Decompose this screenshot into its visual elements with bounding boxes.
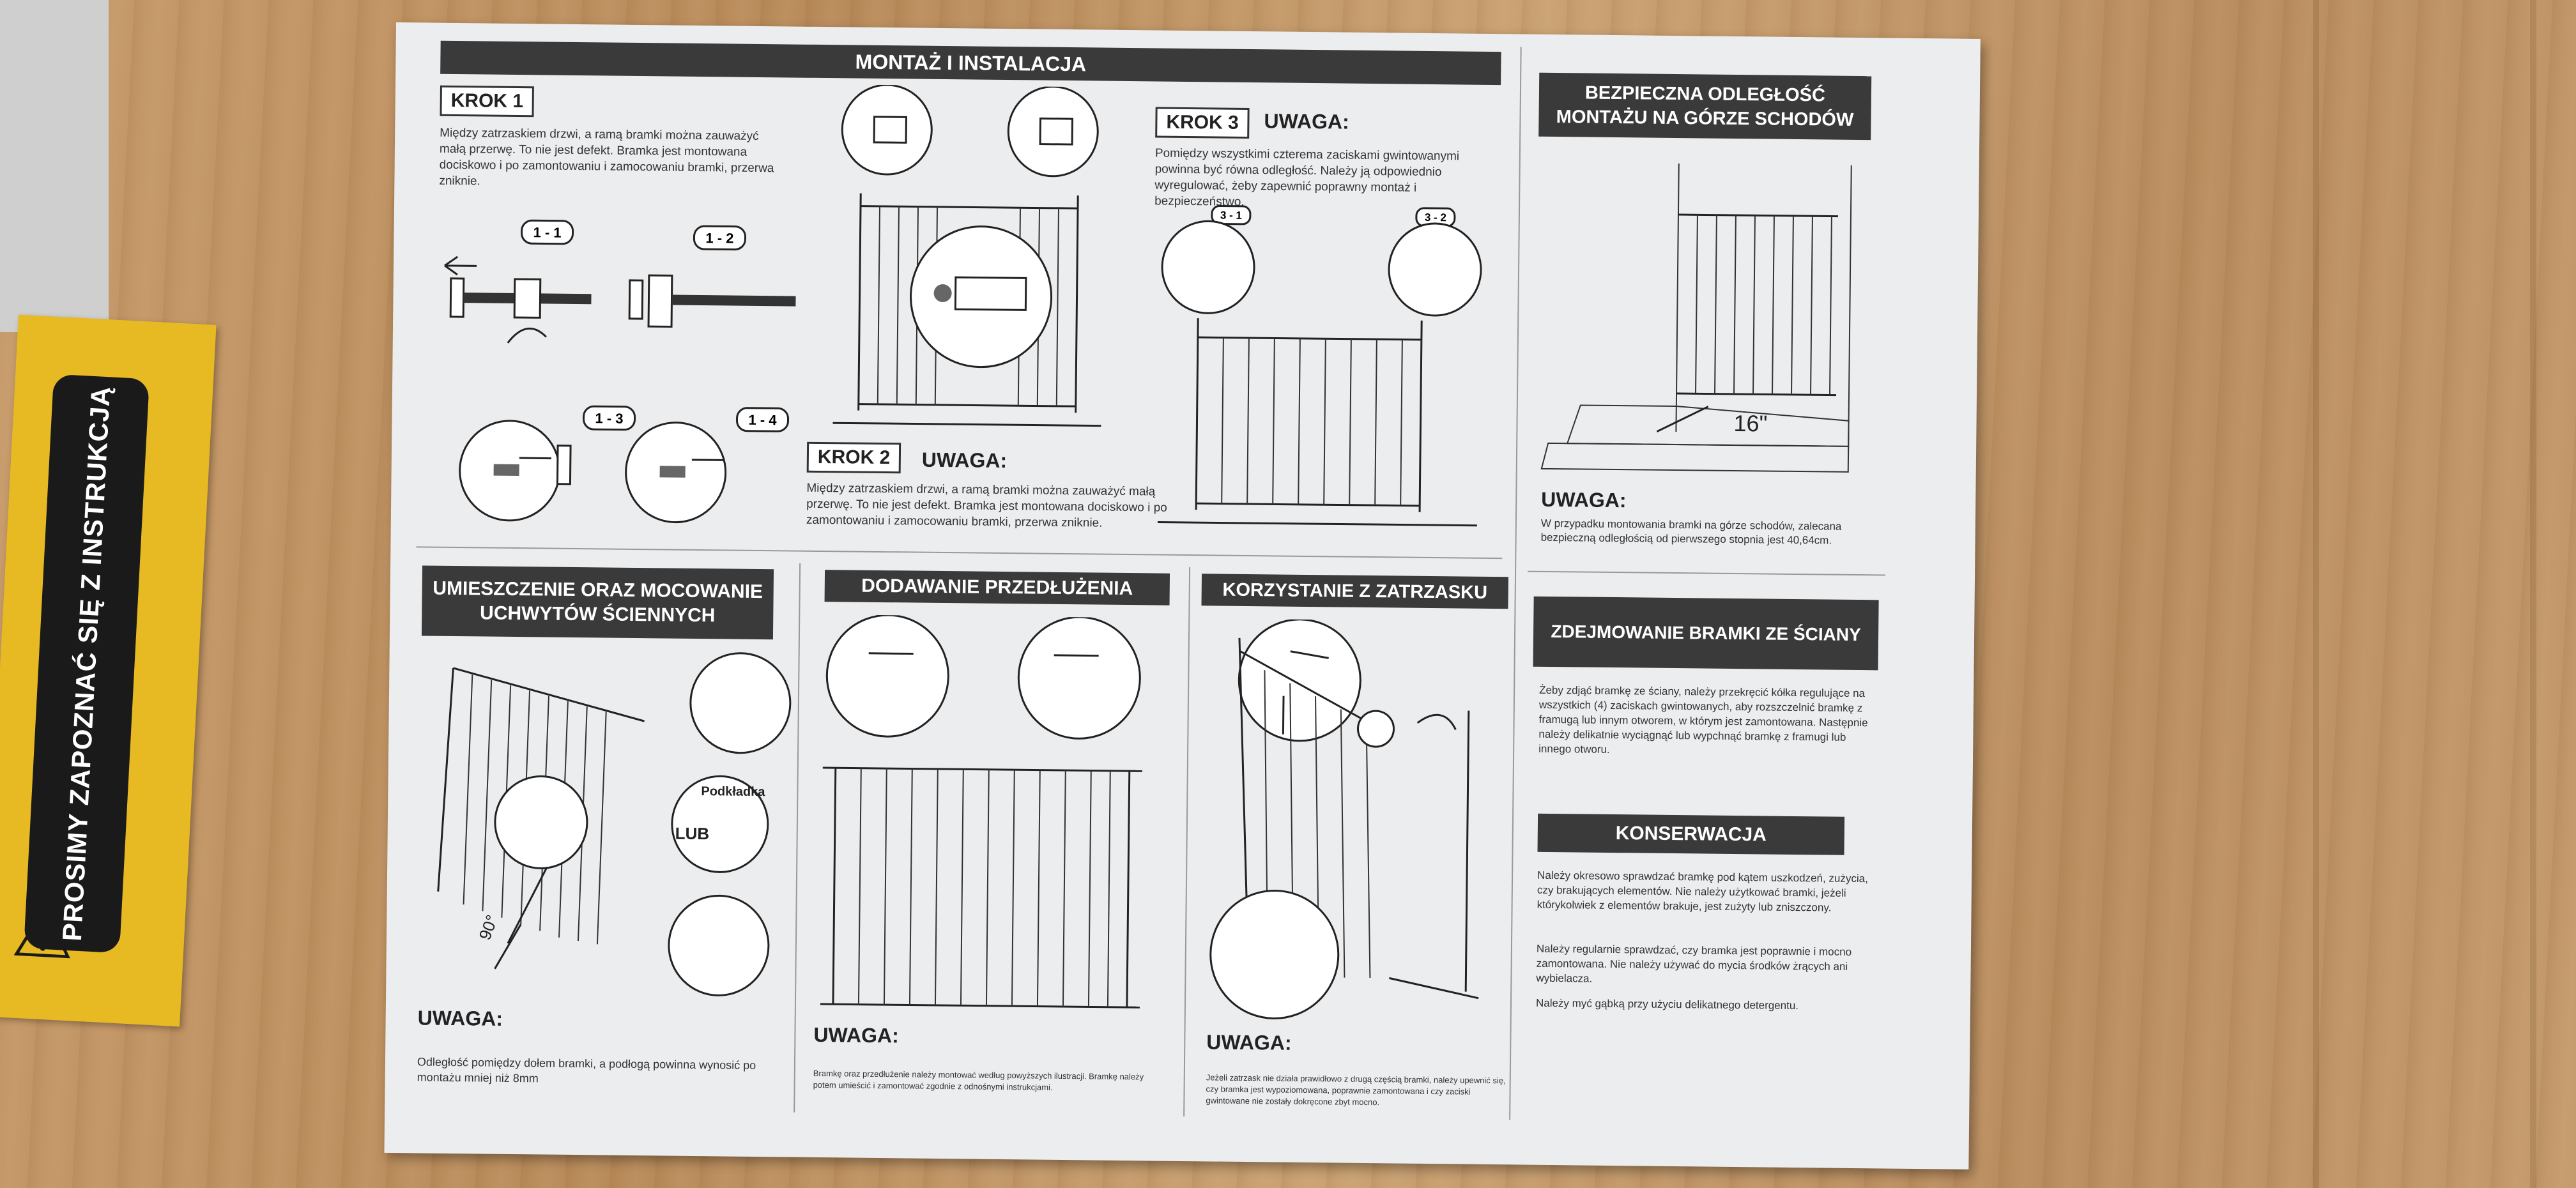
- safe-uwaga: UWAGA:: [1541, 487, 1627, 512]
- latch-uwaga: UWAGA:: [1206, 1030, 1292, 1055]
- header-main: MONTAŻ I INSTALACJA: [440, 40, 1501, 86]
- column-divider: [1509, 47, 1522, 1120]
- header-safe-distance: BEZPIECZNA ODLEGŁOŚĆ MONTAŻU NA GÓRZE SC…: [1538, 72, 1872, 141]
- gray-sheet: [0, 0, 109, 332]
- care-text-1: Należy okresowo sprawdzać bramkę pod kąt…: [1537, 869, 1868, 914]
- krok3-uwaga: UWAGA:: [1264, 109, 1349, 133]
- washer-label: Podkładka: [701, 784, 765, 800]
- krok1-label: KROK 1: [440, 85, 535, 118]
- care-text-3: Należy myć gąbką przy użyciu delikatnego…: [1535, 996, 1799, 1012]
- step-3-2: 3 - 2: [1425, 211, 1446, 224]
- safe-text: W przypadku montowania bramki na górze s…: [1540, 517, 1842, 547]
- stairs-illustration: [1540, 164, 1852, 473]
- latch-text: Jeżeli zatrzask nie działa prawidłowo z …: [1206, 1072, 1506, 1108]
- header-latch: KORZYSTANIE Z ZATRZASKU: [1201, 574, 1509, 609]
- header-extension: DODAWANIE PRZEDŁUŻENIA: [824, 570, 1170, 605]
- step-1-3: 1 - 3: [595, 410, 623, 426]
- section-divider: [416, 546, 1503, 560]
- latch-illustration: [1209, 618, 1479, 1019]
- step-1-2: 1 - 2: [705, 230, 733, 246]
- krok1-text: Między zatrzaskiem drzwi, a ramą bramki …: [439, 126, 774, 188]
- wall-mount-illustration: [437, 652, 792, 996]
- floor-seam: [2530, 0, 2536, 1188]
- ext-uwaga: UWAGA:: [813, 1023, 899, 1047]
- column-divider: [1183, 567, 1191, 1117]
- wall-text: Odległość pomiędzy dołem bramki, a podło…: [417, 1055, 756, 1085]
- step-3-1: 3 - 1: [1220, 209, 1242, 222]
- extension-illustration: [820, 614, 1142, 1009]
- krok3-text: Pomiędzy wszystkimi czterema zaciskami g…: [1154, 146, 1460, 209]
- krok1-illustration: 1 - 1 1 - 2 1 - 3 1 - 4: [444, 219, 797, 524]
- krok2-uwaga: UWAGA:: [921, 448, 1008, 473]
- step-1-1: 1 - 1: [533, 224, 561, 240]
- safe-distance-value: 16": [1733, 409, 1768, 437]
- krok2-label: KROK 2: [806, 441, 901, 474]
- care-text-2: Należy regularnie sprawdzać, czy bramka …: [1536, 942, 1852, 985]
- floor-seam: [2313, 0, 2319, 1188]
- header-remove-gate: ZDEJMOWANIE BRAMKI ZE ŚCIANY: [1533, 596, 1879, 671]
- header-care: KONSERWACJA: [1537, 813, 1845, 855]
- header-wall-mounts: UMIESZCZENIE ORAZ MOCOWANIE UCHWYTÓW ŚCI…: [421, 565, 774, 640]
- step-1-4: 1 - 4: [748, 412, 777, 428]
- section-divider: [1528, 570, 1886, 576]
- instruction-booklet: PROSIMY ZAPOZNAĆ SIĘ Z INSTRUKCJĄ ⚠: [0, 314, 217, 1027]
- krok2-text: Między zatrzaskiem drzwi, a ramą bramki …: [806, 481, 1167, 530]
- ext-text: Bramkę oraz przedłużenie należy montować…: [813, 1068, 1144, 1092]
- krok2-gate-illustration: [832, 84, 1101, 427]
- instruction-sheet: MONTAŻ I INSTALACJA KROK 1 Między zatrza…: [384, 22, 1981, 1169]
- krok3-illustration: 3 - 1 3 - 2: [1157, 205, 1482, 527]
- or-label: LUB: [675, 823, 710, 844]
- wall-uwaga: UWAGA:: [417, 1006, 503, 1030]
- warning-icon: ⚠: [10, 892, 77, 974]
- remove-text: Żeby zdjąć bramkę ze ściany, należy prze…: [1538, 683, 1868, 756]
- krok3-label: KROK 3: [1155, 107, 1250, 139]
